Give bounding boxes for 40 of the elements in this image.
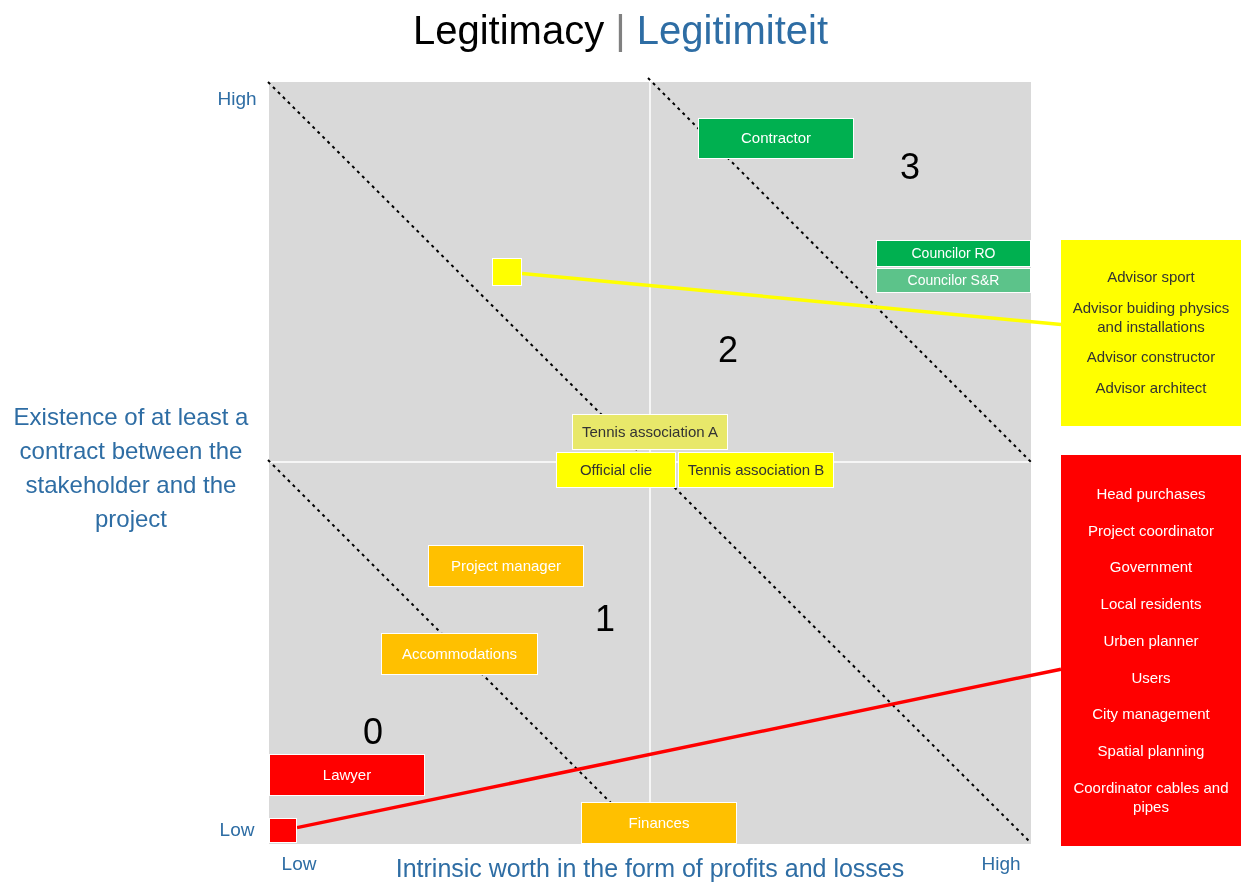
stakeholder-name: Advisor sport [1106, 268, 1196, 287]
stakeholder-box: Tennis association A [572, 414, 728, 450]
zone-number: 0 [362, 710, 384, 754]
stakeholder-name: Head purchases [1095, 484, 1207, 504]
stakeholder-box: Councilor RO [876, 240, 1031, 267]
axis-tick-label: High [216, 87, 258, 111]
stakeholder-name: Coordinator cables and pipes [1072, 778, 1230, 817]
stakeholder-box: Contractor [698, 118, 854, 159]
axis-tick-label: Low [218, 818, 256, 842]
stakeholder-name: Project coordinator [1087, 521, 1215, 541]
stakeholder-box: Tennis association B [678, 452, 834, 488]
axis-tick-label: High [980, 852, 1022, 876]
stakeholder-list-panel [1061, 455, 1241, 846]
marker-square [269, 818, 297, 843]
axis-title: Existence of at least a contract between the stakeholder and the project [12, 402, 250, 534]
marker-square [492, 258, 522, 286]
stakeholder-name: Local residents [1099, 595, 1203, 614]
title: Legitimacy | Legitimiteit [412, 7, 829, 54]
stakeholder-box: Finances [581, 802, 737, 844]
zone-number: 3 [899, 145, 921, 189]
stakeholder-box: Project manager [428, 545, 584, 587]
stakeholder-name: Advisor buiding physics and installations [1071, 298, 1231, 337]
connector-line [521, 271, 1062, 327]
stakeholder-box: Lawyer [269, 754, 425, 796]
stakeholder-box: Accommodations [381, 633, 538, 675]
zone-number: 1 [594, 597, 616, 641]
stakeholder-name: Government [1108, 558, 1194, 577]
stakeholder-name: City management [1091, 705, 1211, 724]
stakeholder-box: Councilor S&R [876, 268, 1031, 293]
zone-number: 2 [717, 328, 739, 372]
stakeholder-box: Official clie [556, 452, 676, 488]
stakeholder-name: Advisor constructor [1085, 348, 1217, 368]
axis-tick-label: Low [280, 852, 318, 876]
stakeholder-list-panel [1061, 240, 1241, 426]
stakeholder-name: Advisor architect [1094, 379, 1208, 398]
axis-title: Intrinsic worth in the form of profits and losses [394, 853, 906, 884]
stakeholder-name: Users [1130, 668, 1172, 688]
stakeholder-name: Urben planner [1102, 631, 1200, 651]
connector-line [296, 667, 1062, 830]
stakeholder-name: Spatial planning [1096, 742, 1206, 761]
